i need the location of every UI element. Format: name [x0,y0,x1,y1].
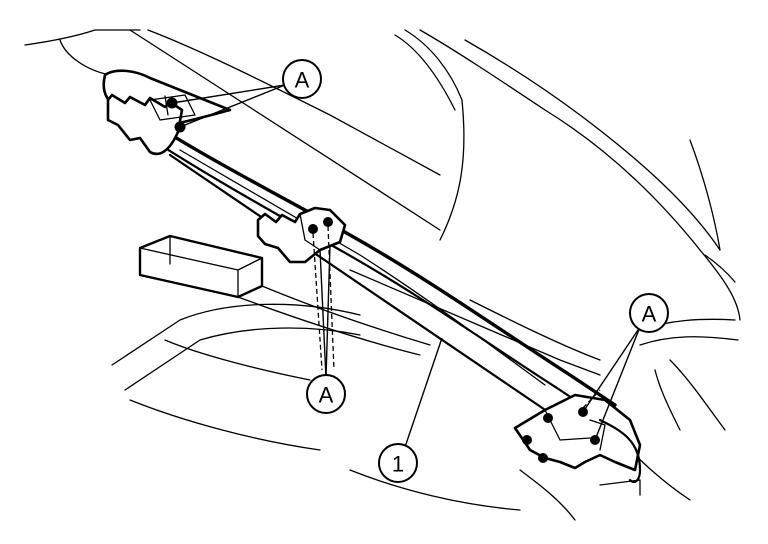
lower-body-lines [111,303,521,511]
rear-rail-bracket [513,389,642,496]
callout-a-right: A [629,293,669,333]
callout-part-1: 1 [378,443,418,483]
middle-rail-bracket [256,206,347,371]
callout-a-middle-label: A [319,383,334,408]
vehicle-body-outline [24,29,741,521]
leader-lines [171,84,641,448]
roof-side-rail [113,103,617,422]
cross-member [138,234,431,356]
callout-part-1-label: 1 [392,452,404,477]
callout-a-middle: A [306,374,346,414]
front-rail-bracket [102,69,232,156]
callout-a-top-label: A [295,68,310,93]
callout-a-right-label: A [642,302,657,327]
callout-a-top: A [282,59,322,99]
